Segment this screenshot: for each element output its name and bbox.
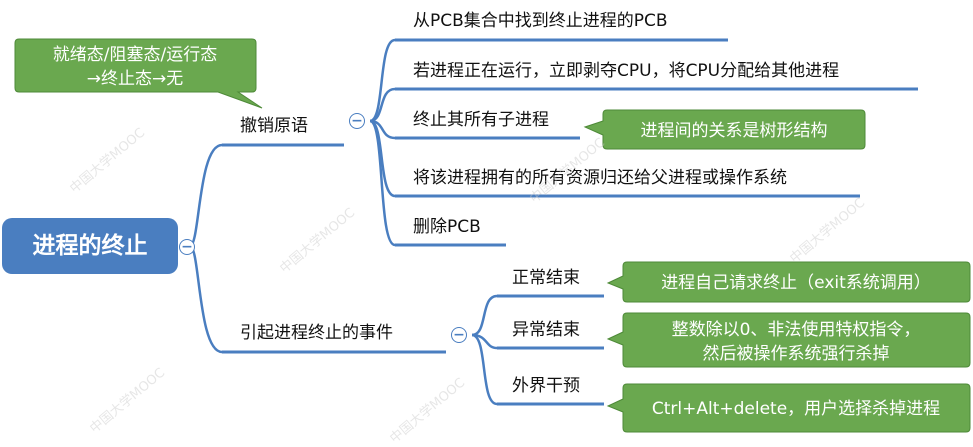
connector-b2-item3	[471, 333, 498, 406]
item-return-resources[interactable]: 将该进程拥有的所有资源归还给父进程或操作系统	[413, 168, 787, 188]
callout-external-text: Ctrl+Alt+delete，用户选择杀掉进程	[652, 399, 940, 419]
connector-root-branch2	[188, 244, 223, 354]
callout-abnormal-line2: 然后被操作系统强行杀掉	[703, 344, 890, 364]
item-preempt-cpu[interactable]: 若进程正在运行，立即剥夺CPU，将CPU分配给其他进程	[413, 61, 840, 81]
connector-b1-item1	[369, 38, 396, 123]
item-normal-exit[interactable]: 正常结束	[512, 268, 580, 288]
callout-states-shape	[14, 38, 263, 109]
item-external-intervention[interactable]: 外界干预	[512, 376, 580, 396]
root-node[interactable]: 进程的终止	[2, 218, 178, 274]
collapse-branch1-icon[interactable]: −	[349, 113, 365, 129]
callout-abnormal-line1: 整数除以0、非法使用特权指令，	[672, 319, 921, 340]
callout-tree-text: 进程间的关系是树形结构	[641, 121, 828, 141]
callout-abnormal-shape	[606, 312, 971, 368]
item-terminate-children[interactable]: 终止其所有子进程	[413, 110, 549, 130]
connector-b1-item5	[369, 119, 396, 247]
callout-external-shape	[606, 383, 971, 433]
collapse-root-icon[interactable]: −	[179, 239, 195, 255]
collapse-branch2-icon[interactable]: −	[451, 327, 467, 343]
item-find-pcb[interactable]: 从PCB集合中找到终止进程的PCB	[413, 11, 668, 31]
callout-normal-shape	[606, 261, 971, 303]
item-abnormal-exit[interactable]: 异常结束	[512, 320, 580, 340]
connector-b2-item1	[471, 294, 498, 337]
callout-normal-text: 进程自己请求终止（exit系统调用）	[661, 273, 931, 293]
connector-root-branch1	[188, 143, 223, 248]
branch-termination-events[interactable]: 引起进程终止的事件	[240, 323, 393, 343]
item-delete-pcb[interactable]: 删除PCB	[413, 217, 481, 237]
callout-states-line1: 就绪态/阻塞态/运行态	[53, 45, 217, 65]
callout-tree-shape	[583, 109, 866, 150]
connector-b1-item2	[369, 87, 396, 123]
branch-revoke-primitive[interactable]: 撤销原语	[240, 116, 308, 136]
callout-states-line2: →终止态→无	[87, 69, 184, 89]
